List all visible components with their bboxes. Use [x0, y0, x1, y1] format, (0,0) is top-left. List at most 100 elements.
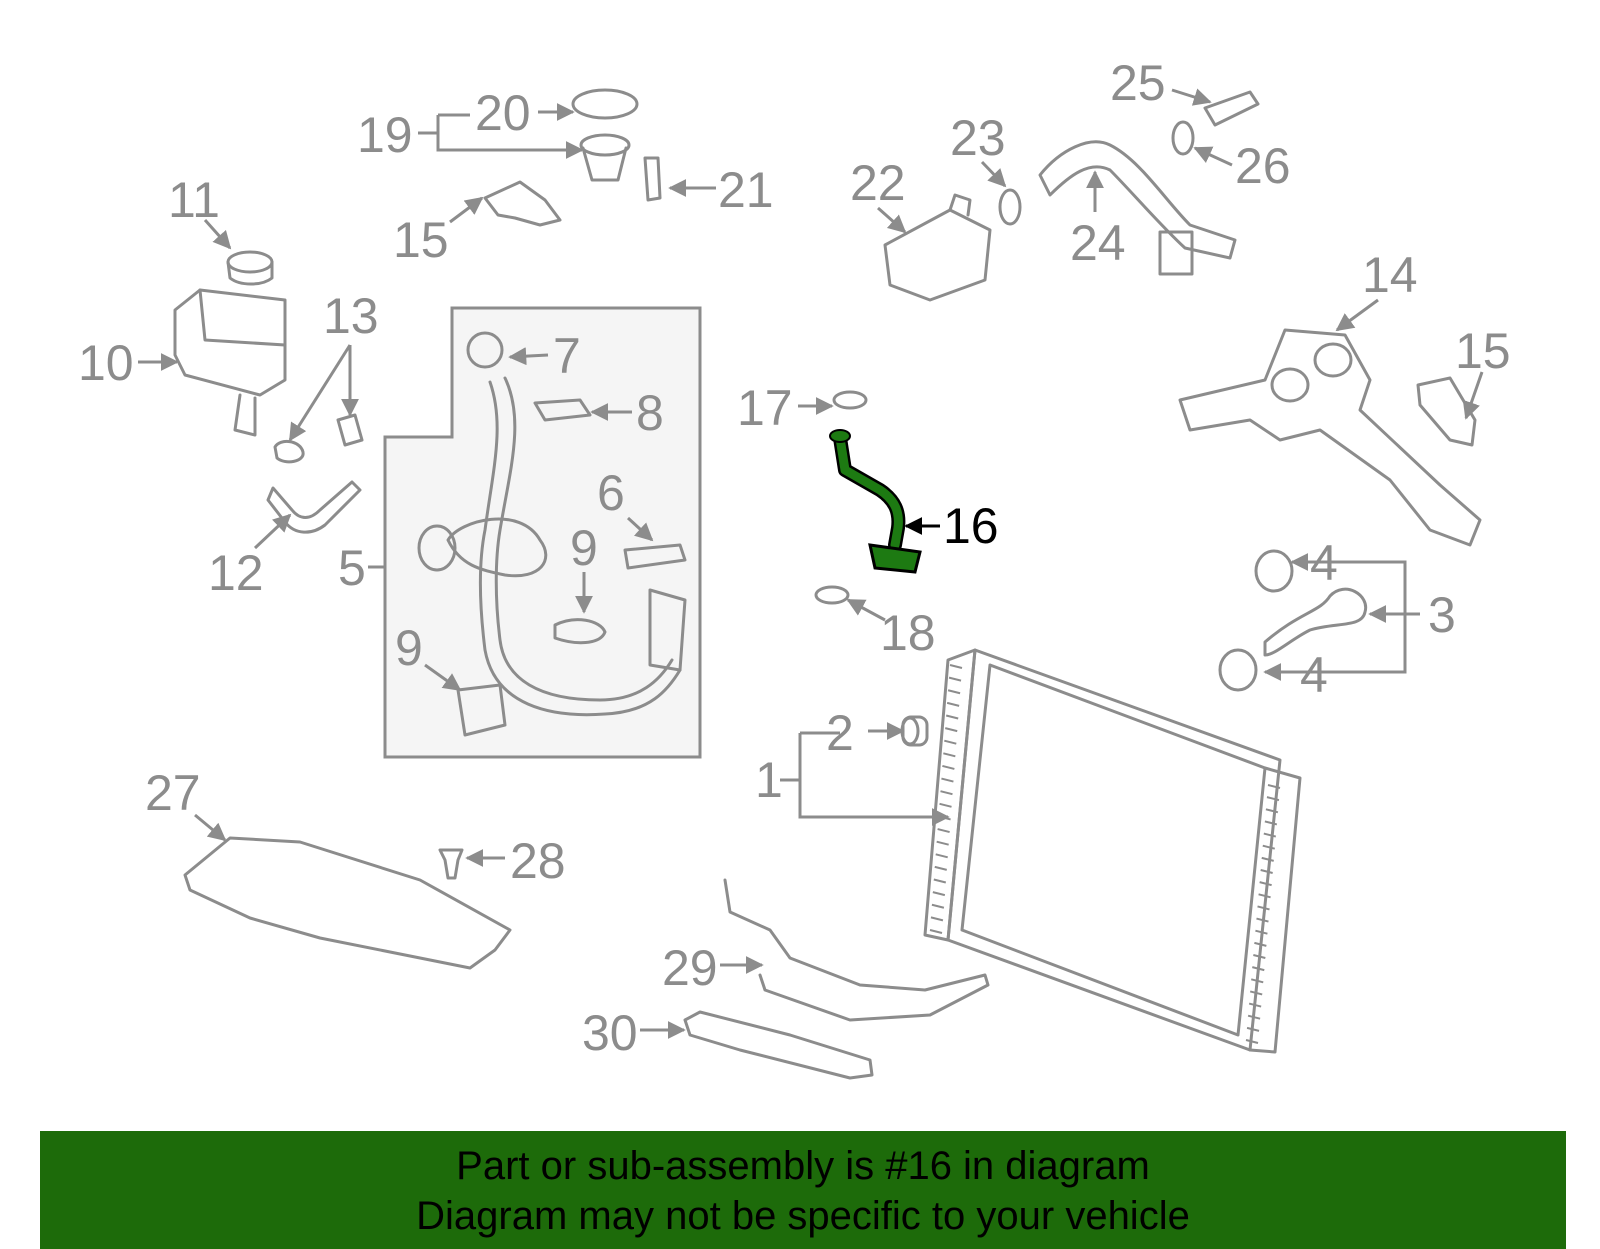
callout-9a: 9 [570, 520, 598, 576]
callout-24: 24 [1070, 215, 1126, 271]
radiator-fin [948, 676, 962, 682]
footer-disclaimer: Diagram may not be specific to your vehi… [416, 1194, 1190, 1238]
callout-6: 6 [597, 465, 625, 521]
radiator-fin [1266, 796, 1280, 802]
callout-28: 28 [510, 833, 566, 889]
sensor-25 [1203, 90, 1260, 127]
radiator-fin [1259, 881, 1272, 887]
radiator-fin [940, 790, 953, 796]
radiator-fin [946, 701, 960, 707]
callout-4b: 4 [1300, 647, 1328, 703]
callout-12: 12 [208, 545, 264, 601]
radiator-fin [1250, 978, 1264, 984]
callout-7: 7 [553, 328, 581, 384]
reservoir-cap [226, 250, 274, 286]
crossover-14 [1178, 328, 1482, 547]
radiator-fin [1253, 954, 1266, 959]
baffle-29 [723, 878, 990, 1022]
radiator-fin [931, 903, 945, 909]
radiator-fin [1254, 941, 1267, 947]
hose-assembly-3 [1218, 549, 1368, 692]
outlet-pipe-assembly [417, 331, 687, 717]
radiator-fin [947, 689, 961, 695]
flange-9b [456, 683, 507, 737]
sensor-8 [533, 398, 592, 422]
callout-21: 21 [718, 162, 774, 218]
thermostat-19 [571, 88, 639, 182]
radiator-fin [929, 929, 943, 934]
radiator-cushion [900, 715, 929, 747]
radiator-fin [943, 752, 956, 758]
callout-1: 1 [755, 752, 783, 808]
radiator-fin [949, 664, 963, 669]
radiator-fin [1264, 820, 1278, 826]
inset-box-outline [383, 306, 702, 759]
radiator-fin [1247, 1014, 1261, 1020]
radiator-fin [1263, 832, 1277, 838]
callout-2: 2 [826, 705, 854, 761]
callout-18: 18 [880, 605, 936, 661]
pipe-24-bracket [1158, 230, 1194, 276]
radiator-fin [1245, 1039, 1259, 1044]
callout-22: 22 [850, 155, 906, 211]
reservoir [173, 288, 287, 437]
gasket-15a [483, 180, 562, 227]
radiator-fin [1262, 844, 1276, 850]
radiator-fin [939, 802, 952, 808]
radiator-fin [1258, 893, 1271, 899]
footer-banner: Part or sub-assembly is #16 in diagram D… [40, 1131, 1566, 1249]
callout-25: 25 [1110, 55, 1166, 111]
callout-14: 14 [1362, 247, 1418, 303]
radiator-fin [945, 714, 959, 720]
radiator-fin [942, 764, 955, 770]
callout-15b: 15 [1455, 323, 1511, 379]
radiator-fin [1252, 966, 1265, 972]
sensor-21 [643, 156, 662, 202]
callout-17: 17 [737, 380, 793, 436]
radiator [923, 648, 1302, 1054]
callout-30: 30 [582, 1005, 638, 1061]
callout-11: 11 [168, 172, 220, 228]
seal-26 [1171, 120, 1195, 156]
callout-8: 8 [636, 385, 664, 441]
radiator-fin [930, 916, 944, 922]
radiator-fin [934, 865, 948, 871]
callout-20: 20 [475, 85, 531, 141]
radiator-fin [1257, 905, 1270, 911]
radiator-fin [1260, 869, 1273, 874]
radiator-fin [933, 878, 947, 884]
callout-labels: 1 2 3 4 4 5 6 7 8 9 9 10 11 12 13 14 15 … [78, 55, 1511, 1061]
callout-19: 19 [357, 107, 413, 163]
radiator-fin [1267, 784, 1281, 789]
radiator-fin [932, 891, 946, 897]
radiator-fin [1256, 917, 1269, 923]
callout-5: 5 [338, 540, 366, 596]
radiator-fin [936, 840, 949, 846]
sensor-6 [623, 543, 687, 570]
bypass-pipe-16 [829, 429, 922, 574]
bracket-9a [553, 618, 607, 645]
clamp-13b [336, 413, 364, 447]
callout-10: 10 [78, 335, 134, 391]
seal-17 [832, 390, 868, 410]
radiator-fin [937, 828, 950, 834]
callout-9b: 9 [395, 620, 423, 676]
callout-3: 3 [1428, 587, 1456, 643]
clamp-13a [273, 439, 305, 464]
pipe-24 [1038, 140, 1237, 260]
radiator-fin [944, 739, 957, 745]
shield-27 [183, 836, 512, 970]
callout-27: 27 [145, 765, 201, 821]
radiator-fin [1255, 929, 1268, 935]
radiator-fin [941, 777, 954, 783]
radiator-fin [944, 727, 958, 733]
radiator-fin [1246, 1026, 1260, 1032]
radiator-fin [1265, 808, 1279, 814]
callout-26: 26 [1235, 138, 1291, 194]
radiator-fin [1249, 990, 1263, 996]
radiator-fin [935, 853, 948, 859]
callout-23: 23 [950, 110, 1006, 166]
callout-15a: 15 [393, 212, 449, 268]
radiator-fin [1261, 856, 1274, 862]
